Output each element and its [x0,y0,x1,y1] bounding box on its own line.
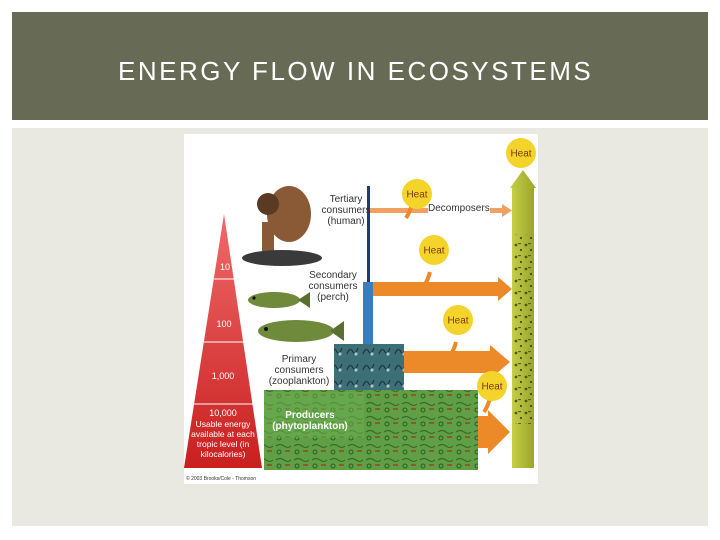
heat-circle-tertiary: Heat [402,179,432,209]
arrow-primary [404,351,490,373]
tertiary-label: Tertiary consumers (human) [321,194,371,227]
zooplankton-image [334,344,404,398]
secondary-label: Secondary consumers (perch) [308,270,358,303]
heat-label: Heat [481,382,502,393]
heat-circle-producers: Heat [477,371,507,401]
heat-circle-primary: Heat [443,305,473,335]
perch-illustration [248,292,344,342]
heat-label: Heat [423,246,444,257]
energy-flow-figure: Heat Heat Heat Heat Heat Tertiary consum… [184,134,538,484]
energy-level-10000: 10,000 [209,408,237,418]
energy-level-1000: 1,000 [211,371,235,381]
human-illustration [242,186,322,266]
title-bar: ENERGY FLOW IN ECOSYSTEMS [12,12,708,120]
decomposers-label: Decomposers [428,203,490,214]
heat-circle-secondary: Heat [419,235,449,265]
energy-level-10: 10 [219,262,230,272]
arrow-secondary [373,282,498,296]
energy-level-100: 100 [216,319,232,329]
usable-energy-note: Usable energy available at each tropic l… [191,419,255,459]
figure-graphics: Heat Heat Heat Heat Heat [184,138,536,470]
producers-label: Producers (phytoplankton) [272,410,348,432]
copyright-text: © 2003 Brooks/Cole - Thomson [186,476,257,482]
heat-label: Heat [406,190,427,201]
primary-label: Primary consumers (zooplankton) [268,354,330,387]
heat-label: Heat [447,316,468,327]
heat-up-arrow [510,170,536,188]
heat-circle-top: Heat [506,138,536,168]
slide-title: ENERGY FLOW IN ECOSYSTEMS [118,56,594,86]
heat-label: Heat [510,149,531,160]
